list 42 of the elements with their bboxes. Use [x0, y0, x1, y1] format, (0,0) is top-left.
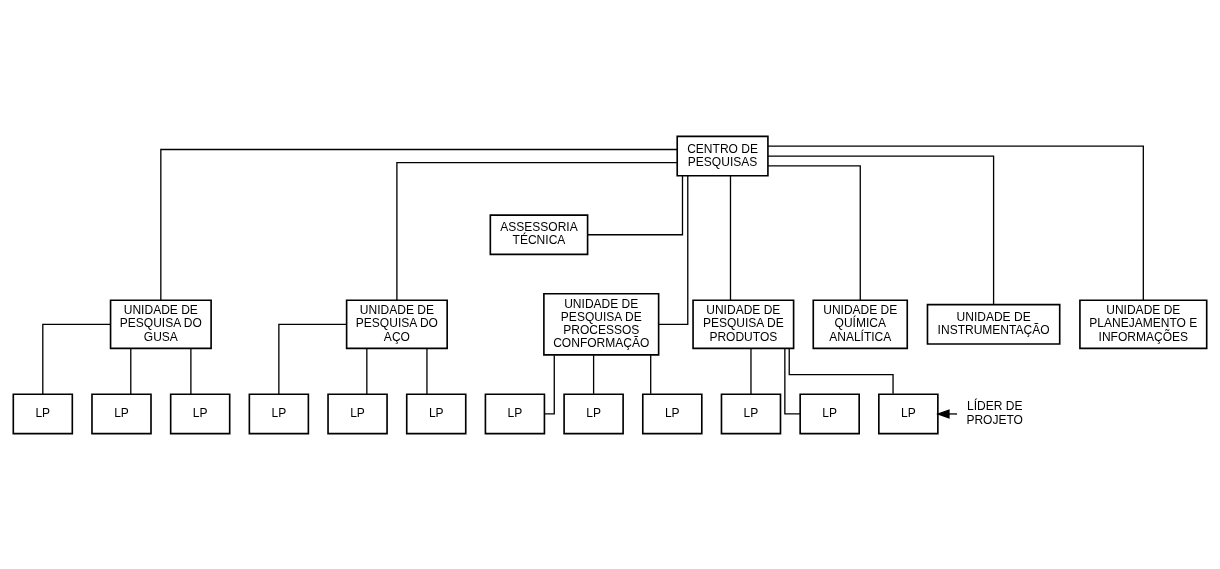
- connector: [767, 164, 861, 301]
- node-box: UNIDADE DE PESQUISA DE PRODUTOS: [692, 299, 795, 349]
- node-box: LP: [405, 392, 467, 434]
- node-box: LP: [327, 392, 388, 434]
- node-box: LP: [563, 392, 624, 434]
- node-box: LP: [169, 392, 231, 434]
- connector: [767, 154, 995, 305]
- connector: [587, 174, 684, 235]
- node-box: UNIDADE DE QUÍMICA ANALÍTICA: [812, 299, 909, 349]
- node-box: LP: [91, 392, 152, 434]
- connector: [130, 347, 132, 395]
- connector: [426, 347, 428, 395]
- node-box: ASSESSORIA TÉCNICA: [489, 213, 589, 255]
- node-box: LP: [878, 392, 939, 434]
- node-text: LÍDER DE PROJETO: [966, 398, 1023, 427]
- connector: [729, 174, 732, 301]
- node-box: UNIDADE DE PESQUISA DE PROCESSOS CONFORMAÇÃO: [543, 292, 660, 356]
- node-box: UNIDADE DE INSTRUMENTAÇÃO: [926, 303, 1061, 345]
- node-box: LP: [12, 392, 74, 434]
- connector: [396, 161, 678, 301]
- connector: [650, 354, 652, 394]
- connector: [160, 148, 678, 301]
- node-box: LP: [484, 392, 546, 434]
- connector: [366, 347, 368, 395]
- node-box: CENTRO DE PESQUISAS: [676, 135, 769, 177]
- arrow: [936, 408, 958, 419]
- connector: [767, 145, 1144, 301]
- connector: [278, 323, 348, 395]
- connector: [190, 347, 192, 395]
- node-box: UNIDADE DE PLANEJAMENTO E INFORMAÇÕES: [1079, 299, 1208, 349]
- node-box: LP: [641, 392, 703, 434]
- connector: [592, 354, 595, 394]
- node-box: UNIDADE DE PESQUISA DO AÇO: [345, 299, 448, 349]
- node-box: UNIDADE DE PESQUISA DO GUSA: [109, 299, 212, 349]
- node-box: LP: [720, 392, 782, 434]
- node-box: LP: [799, 392, 860, 434]
- node-box: LP: [248, 392, 310, 434]
- connector: [42, 323, 112, 395]
- connector: [750, 347, 752, 395]
- connector: [788, 347, 894, 394]
- connector: [658, 174, 689, 325]
- connector: [544, 354, 555, 415]
